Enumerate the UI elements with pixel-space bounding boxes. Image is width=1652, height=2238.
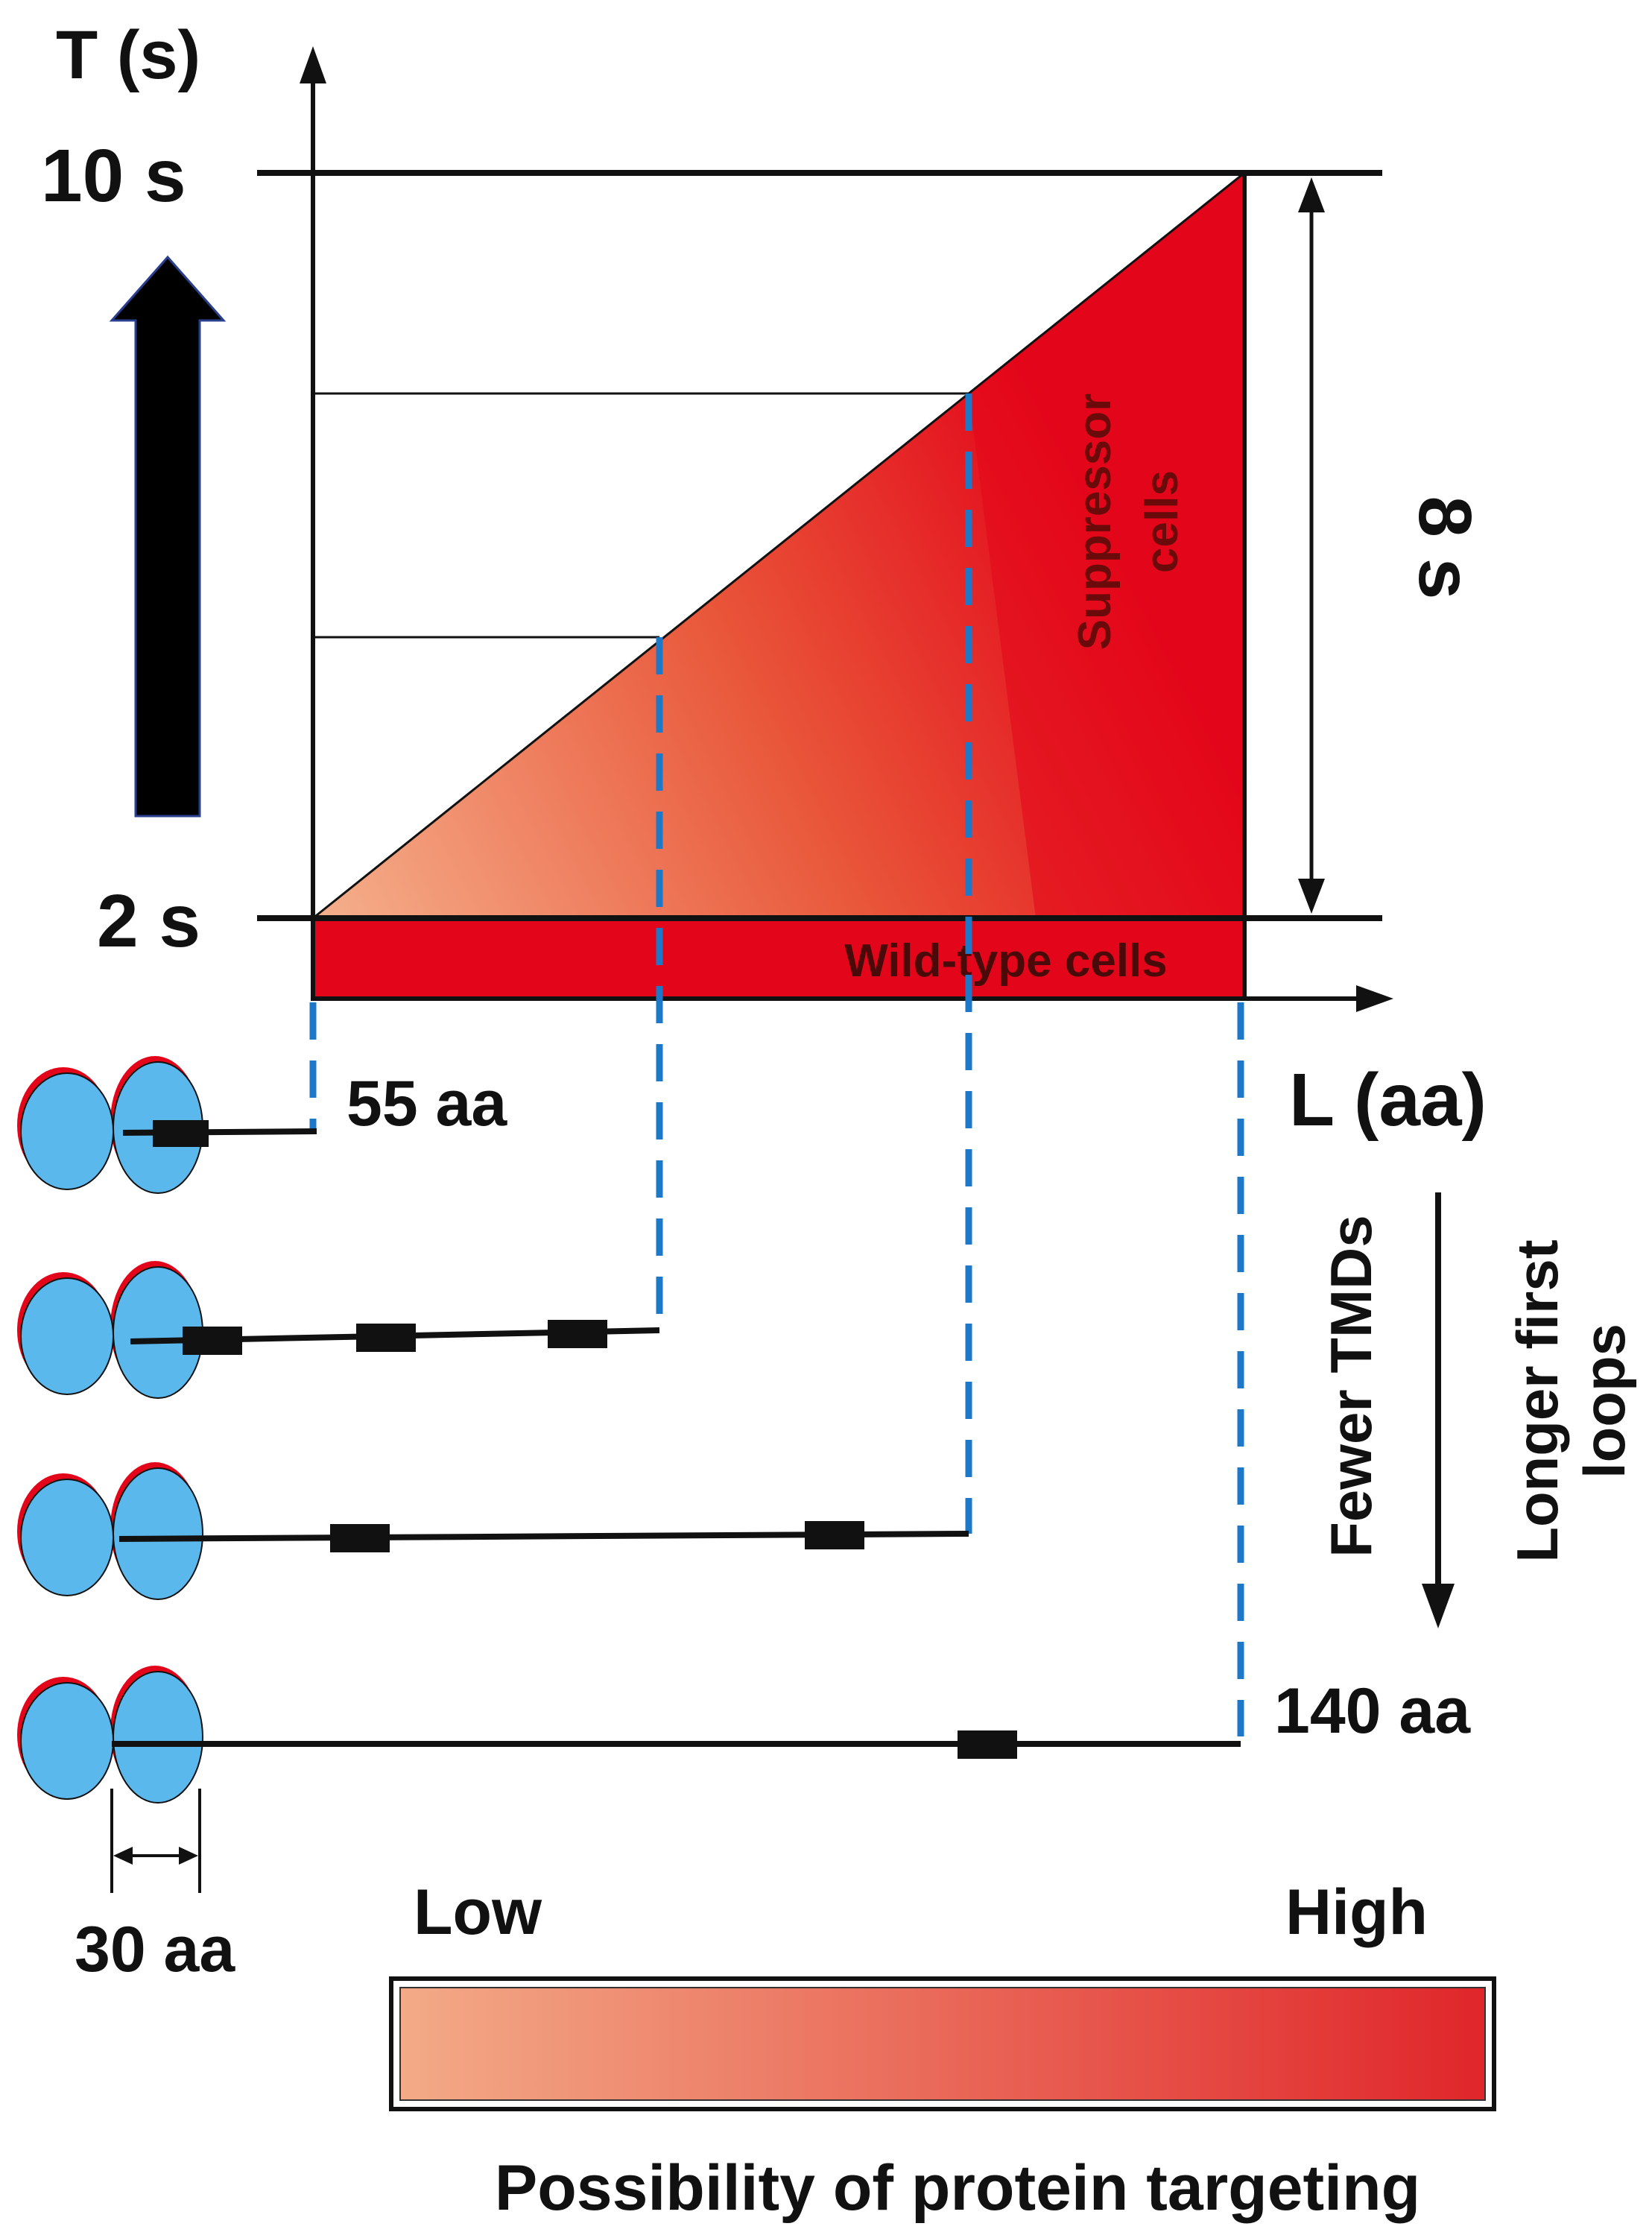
- diagonal-line: [312, 171, 1245, 920]
- tick-label-2s: 2 s: [97, 879, 200, 963]
- wild-type-bar: [311, 916, 1247, 1001]
- y-axis-label: T (s): [56, 17, 200, 93]
- span-arrow-bottom: [1298, 879, 1325, 914]
- protein-row-2: [17, 1261, 660, 1399]
- protein-row-4: [17, 1666, 1241, 1804]
- targeting-legend: Low High Possibility of protein targetin…: [389, 1877, 1496, 2224]
- tmd-segment: [183, 1327, 242, 1355]
- tmd-segment: [548, 1320, 607, 1348]
- protein-row-3: [17, 1462, 969, 1600]
- trend-label-longer-line1: Longer first: [1504, 1239, 1570, 1562]
- suppressor-region: [969, 173, 1244, 918]
- trend-arrow: [1422, 1192, 1455, 1628]
- legend-high-label: High: [1285, 1877, 1428, 1948]
- x-axis-label: L (aa): [1289, 1058, 1487, 1142]
- tmd-segment: [958, 1730, 1017, 1759]
- legend-low-label: Low: [414, 1877, 542, 1948]
- wild-type-label: Wild-type cells: [844, 935, 1168, 987]
- tmd-segment: [805, 1521, 864, 1549]
- tmd-segment: [330, 1524, 390, 1552]
- tmd-segment: [153, 1120, 209, 1147]
- dashed-guides: [309, 393, 1244, 1736]
- timing-plot: [257, 46, 1393, 1012]
- length-label-55aa: 55 aa: [346, 1068, 507, 1139]
- trend-label-longer-line2: loops: [1572, 1324, 1637, 1479]
- length-label-140aa: 140 aa: [1274, 1675, 1471, 1747]
- nascent-chain: [122, 1128, 317, 1136]
- tick-label-10s: 10 s: [41, 134, 186, 218]
- legend-gradient-fill: [399, 1987, 1486, 2101]
- ribosome-icon: [17, 1666, 203, 1804]
- ribosome-width-label: 30 aa: [75, 1914, 235, 1985]
- legend-gradient-bar: [389, 1976, 1496, 2111]
- legend-caption: Possibility of protein targeting: [495, 2152, 1420, 2224]
- span-label: 8 s: [1403, 496, 1487, 599]
- ribosome-icon: [17, 1462, 203, 1600]
- ribosome-width-indicator: [110, 1789, 201, 1893]
- increase-arrow: [109, 255, 227, 818]
- suppressor-label-line1: Suppressor: [1069, 393, 1121, 651]
- suppressor-label-line2: cells: [1136, 470, 1188, 573]
- tmd-segment: [356, 1324, 416, 1352]
- span-arrow-top: [1298, 177, 1325, 212]
- protein-row-1: [17, 1056, 317, 1194]
- x-axis-arrowhead: [1356, 985, 1393, 1012]
- trend-label-fewer-tmds: Fewer TMDs: [1318, 1215, 1384, 1557]
- ribosome-icon: [17, 1261, 203, 1399]
- y-axis-arrowhead: [300, 46, 326, 83]
